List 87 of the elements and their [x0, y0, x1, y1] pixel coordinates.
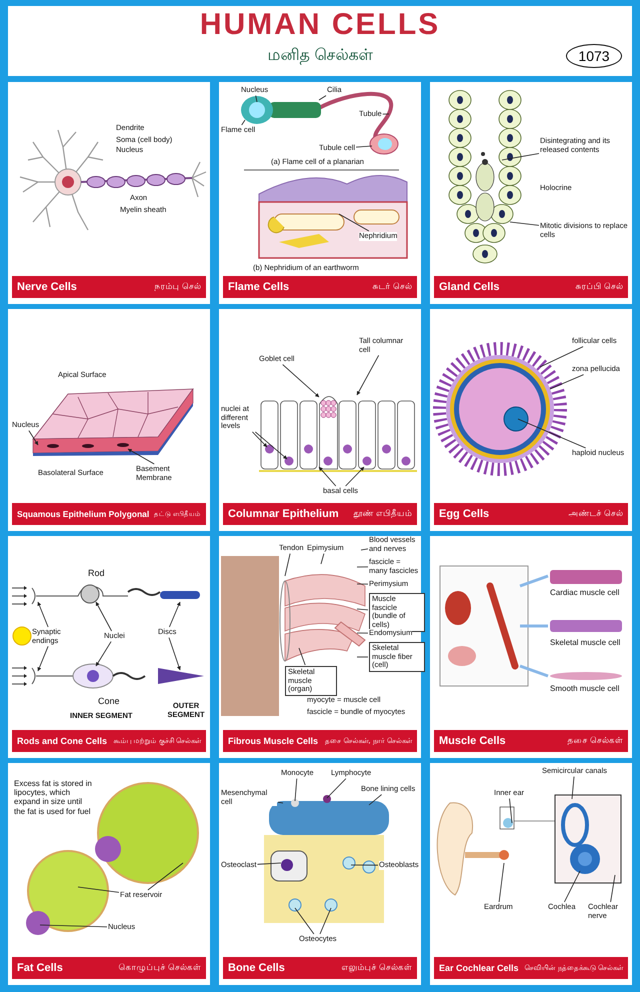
part-label: Cone — [98, 696, 120, 706]
cell-panel — [8, 82, 210, 304]
leader-line — [318, 466, 336, 486]
panel-title: Flame Cells — [228, 281, 290, 293]
leader-line — [326, 778, 346, 798]
title-text: HUMAN CELLS — [198, 8, 442, 42]
cell-panel — [8, 536, 210, 758]
leader-line — [252, 432, 268, 448]
panel-title-tamil: எலும்புச் செல்கள் — [341, 963, 412, 973]
cell-panel — [219, 309, 421, 531]
panel-title: Nerve Cells — [17, 281, 77, 293]
panel-title: Fibrous Muscle Cells — [228, 736, 318, 746]
panel-title-tamil: கொழுப்புச் செல்கள் — [118, 963, 201, 973]
cell-panel — [8, 763, 210, 985]
leader-line — [318, 95, 326, 100]
leader-line — [96, 641, 112, 666]
leader-line — [284, 553, 290, 576]
leader-line — [356, 146, 372, 148]
leader-line — [168, 637, 181, 670]
leader-line — [572, 776, 574, 800]
panel-title: Muscle Cells — [439, 735, 506, 747]
leader-line — [368, 794, 382, 806]
panel-title-tamil: அண்டச் செல் — [568, 509, 623, 519]
leader-line — [610, 874, 616, 902]
leader-line — [550, 374, 584, 390]
leader-line — [356, 608, 368, 610]
leader-line — [241, 120, 246, 126]
leader-line — [356, 566, 368, 568]
panel-title: Fat Cells — [17, 962, 63, 974]
leader-line — [294, 778, 298, 802]
leader-line — [169, 602, 180, 628]
leader-line — [356, 354, 380, 396]
leader-line — [360, 548, 368, 550]
leader-line — [356, 656, 368, 658]
leader-line — [254, 432, 288, 460]
panel-title: Ear Cochlear Cells — [439, 963, 519, 973]
part-label: Cardiac muscle cell — [550, 588, 620, 598]
cell-panel — [430, 82, 632, 304]
leader-line — [509, 798, 512, 824]
panel-title: Squamous Epithelium Polygonal — [17, 509, 150, 519]
cell-panel — [430, 763, 632, 985]
panel-title-tamil: சுரப்பி செல் — [575, 282, 623, 292]
leader-line — [298, 648, 306, 666]
cell-panel — [219, 763, 421, 985]
panel-title-tamil: தசை செல்கள் — [567, 736, 623, 746]
panel-title: Columnar Epithelium — [228, 508, 339, 520]
leader-line — [148, 862, 184, 890]
subtitle-text: மனித செல்கள் — [266, 46, 374, 64]
leader-line — [128, 448, 155, 464]
panel-title-tamil: சுடர் செல் — [372, 282, 412, 292]
leader-line — [278, 802, 284, 804]
leader-line — [564, 870, 580, 902]
panel-title: Bone Cells — [228, 962, 285, 974]
part-label: Excess fat is stored in lipocytes, which expand in size until the fat is used for fuel — [14, 779, 93, 816]
leader-line — [518, 418, 586, 448]
panel-title-tamil: தூண் எபிதீயம் — [353, 509, 412, 519]
part-label: Rod — [88, 568, 105, 578]
cell-panel — [8, 309, 210, 531]
part-label: Smooth muscle cell — [550, 684, 620, 694]
leader-line — [257, 862, 282, 865]
cell-panel — [219, 82, 421, 304]
leader-line — [350, 864, 378, 866]
panel-title: Egg Cells — [439, 508, 490, 520]
leader-line — [28, 430, 38, 446]
leader-line — [356, 632, 368, 634]
leader-line — [510, 222, 540, 226]
leader-line — [282, 364, 320, 398]
leader-line — [96, 602, 112, 632]
leader-line — [38, 602, 48, 628]
leader-line — [338, 214, 370, 232]
leader-line — [498, 862, 504, 902]
leader-line — [78, 886, 120, 893]
panel-title: Rods and Cone Cells — [17, 736, 108, 746]
cell-panel — [430, 536, 632, 758]
leader-line — [294, 908, 314, 934]
leader-line — [38, 646, 48, 672]
cell-panel — [430, 309, 632, 531]
leader-line — [40, 924, 108, 928]
leader-line — [320, 553, 324, 564]
leader-line — [320, 908, 332, 934]
leader-line — [502, 153, 540, 160]
leader-line — [345, 466, 364, 486]
leader-line — [255, 95, 258, 102]
panel-title-tamil: நரம்பு செல் — [154, 282, 201, 292]
panel-title: Gland Cells — [439, 281, 500, 293]
part-label: Skeletal muscle cell — [550, 638, 620, 648]
leader-line — [540, 346, 584, 368]
